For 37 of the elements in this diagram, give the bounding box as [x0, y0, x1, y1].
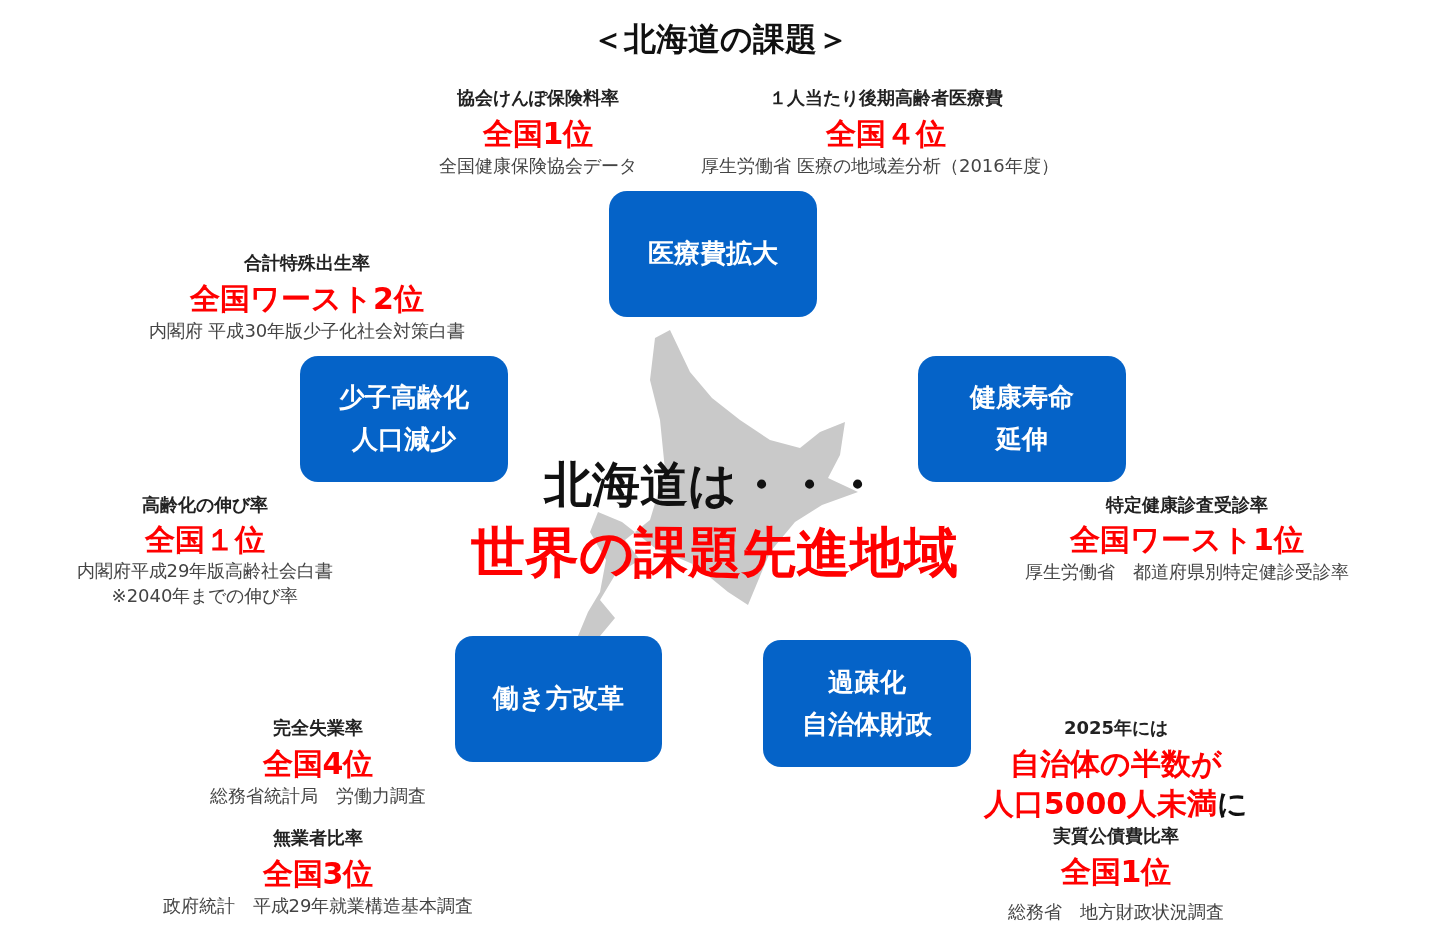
- source-note: 内閣府平成29年版高齢社会白書: [76, 559, 334, 583]
- stat-heading: 協会けんぽ保険料率: [457, 86, 619, 110]
- stat-heading: 完全失業率: [273, 716, 363, 740]
- topic-box: 健康寿命延伸: [918, 356, 1126, 482]
- rank-text: 人口5000人未満: [983, 785, 1218, 823]
- rank-text: 全国3位: [262, 855, 374, 893]
- stat-heading: 高齢化の伸び率: [142, 493, 268, 517]
- rank-text: 自治体の半数が: [1010, 745, 1222, 783]
- lead-text: 北海道は・・・: [543, 455, 881, 514]
- source-note: 政府統計 平成29年就業構造基本調査: [162, 894, 474, 918]
- topic-box: 過疎化自治体財政: [763, 640, 971, 767]
- rank-text: 全国ワースト2位: [190, 280, 424, 318]
- rank-text: 全国1位: [1060, 853, 1172, 891]
- source-note: 全国健康保険協会データ: [439, 154, 637, 178]
- stat-heading: 無業者比率: [273, 826, 363, 850]
- topic-box: 少子高齢化人口減少: [300, 356, 508, 482]
- stat-text: に: [1217, 785, 1249, 823]
- stat-heading: 特定健康診査受診率: [1106, 493, 1268, 517]
- source-note: 厚生労働省 都道府県別特定健診受診率: [1025, 560, 1349, 584]
- stat-heading: 2025年には: [1063, 716, 1169, 740]
- rank-text: 全国1位: [482, 115, 594, 153]
- topic-box: 働き方改革: [455, 636, 662, 762]
- rank-text: 全国ワースト1位: [1070, 521, 1304, 559]
- headline: 世界の課題先進地域: [470, 520, 958, 586]
- source-note: 厚生労働省 医療の地域差分析（2016年度）: [701, 154, 1059, 178]
- rank-text: 全国４位: [826, 115, 946, 153]
- source-note: ※2040年までの伸び率: [111, 584, 299, 608]
- topic-box: 医療費拡大: [609, 191, 817, 317]
- source-note: 総務省 地方財政状況調査: [1008, 900, 1224, 924]
- rank-text: 全国１位: [145, 521, 265, 559]
- stat-heading: １人当たり後期高齢者医療費: [769, 86, 1003, 110]
- source-note: 総務省統計局 労働力調査: [210, 784, 426, 808]
- stat-heading: 合計特殊出生率: [244, 251, 370, 275]
- title: ＜北海道の課題＞: [591, 19, 849, 60]
- source-note: 内閣府 平成30年版少子化社会対策白書: [148, 319, 466, 343]
- rank-text: 全国4位: [262, 745, 374, 783]
- stat-heading: 実質公債費比率: [1053, 824, 1179, 848]
